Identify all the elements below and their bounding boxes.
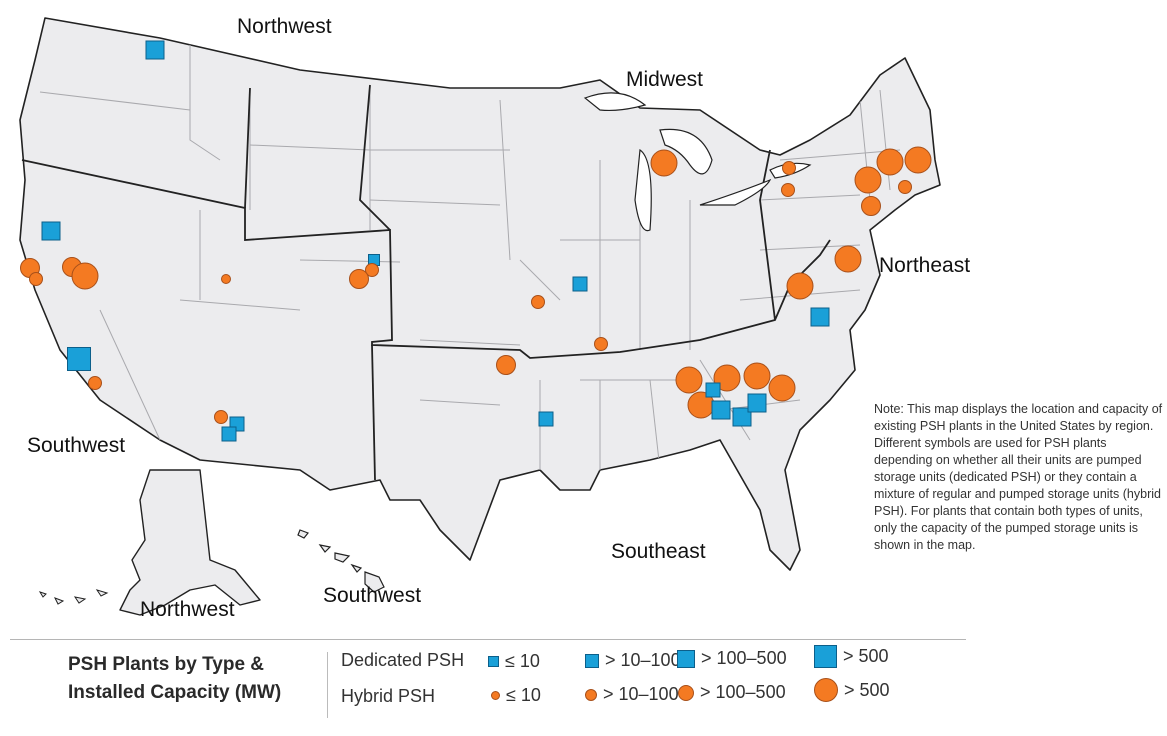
aleutian-islands <box>38 589 109 605</box>
hybrid-psh-marker <box>531 295 545 309</box>
square-icon <box>488 656 499 667</box>
dedicated-psh-marker <box>572 276 588 292</box>
hybrid-psh-marker <box>594 337 608 351</box>
dedicated-psh-marker <box>747 393 767 413</box>
dedicated-psh-marker <box>145 40 165 60</box>
great-lakes <box>583 92 812 232</box>
hybrid-psh-marker <box>768 374 796 402</box>
region-label-northwest: Northwest <box>237 15 332 38</box>
hybrid-psh-marker <box>782 161 796 175</box>
hybrid-psh-marker <box>904 146 932 174</box>
hybrid-psh-marker <box>898 180 912 194</box>
hybrid-psh-marker <box>214 410 228 424</box>
hybrid-psh-marker <box>650 149 678 177</box>
hybrid-psh-marker <box>861 196 881 216</box>
hybrid-psh-marker <box>349 269 369 289</box>
hybrid-psh-marker <box>876 148 904 176</box>
legend-hybrid-10-100: > 10–100 <box>585 684 679 705</box>
legend-dedicated-gt500: > 500 <box>814 645 889 668</box>
legend-title-line1: PSH Plants by Type & <box>68 654 265 675</box>
legend-hybrid-gt500: > 500 <box>814 678 890 702</box>
circle-icon <box>491 691 500 700</box>
legend-class-label: > 100–500 <box>700 682 786 702</box>
legend-dedicated-10-100: > 10–100 <box>585 650 681 671</box>
hybrid-psh-marker <box>496 355 516 375</box>
hybrid-psh-marker <box>786 272 814 300</box>
dedicated-psh-marker <box>705 382 721 398</box>
legend-dedicated-label: Dedicated PSH <box>341 650 465 670</box>
region-label-northeast: Northeast <box>879 254 971 277</box>
legend-title: PSH Plants by Type & Installed Capacity … <box>68 651 281 707</box>
square-icon <box>814 645 837 668</box>
legend-hybrid-label: Hybrid PSH <box>341 686 436 706</box>
region-label-southwest: Southwest <box>27 434 126 457</box>
region-label-alaska-northwest: Northwest <box>140 598 235 621</box>
legend-class-label: > 10–100 <box>603 684 679 704</box>
hybrid-psh-marker <box>834 245 862 273</box>
circle-icon <box>678 684 694 701</box>
legend-class-label: ≤ 10 <box>506 685 541 705</box>
legend-dedicated-le10: ≤ 10 <box>488 651 540 672</box>
dedicated-psh-marker <box>711 400 731 420</box>
legend-class-label: > 100–500 <box>701 648 787 668</box>
legend-hybrid-100-500: > 100–500 <box>678 682 786 703</box>
hybrid-psh-marker <box>221 274 231 284</box>
legend-title-line2: Installed Capacity (MW) <box>68 682 282 703</box>
hawaii-islands <box>297 529 385 593</box>
hybrid-psh-marker <box>743 362 771 390</box>
psh-map <box>19 17 941 616</box>
legend-divider <box>10 639 966 640</box>
region-label-southeast: Southeast <box>611 540 706 563</box>
hybrid-psh-marker <box>29 272 43 286</box>
legend-separator <box>327 652 328 718</box>
square-icon <box>677 649 695 668</box>
circle-icon <box>585 688 597 701</box>
region-borders <box>21 84 831 481</box>
legend-class-label: > 500 <box>844 679 890 700</box>
state-borders <box>39 40 901 480</box>
dedicated-psh-marker <box>538 411 554 427</box>
dedicated-psh-marker <box>67 347 91 371</box>
region-label-hawaii-southwest: Southwest <box>323 584 422 607</box>
legend-class-label: > 10–100 <box>605 650 681 670</box>
hybrid-psh-marker <box>365 263 379 277</box>
map-note: Note: This map displays the location and… <box>874 402 1163 552</box>
legend-class-label: ≤ 10 <box>505 651 540 671</box>
hybrid-psh-marker <box>71 262 99 290</box>
dedicated-psh-marker <box>41 221 61 241</box>
hybrid-psh-marker <box>854 166 882 194</box>
legend-dedicated-100-500: > 100–500 <box>677 648 787 669</box>
psh-plant-markers <box>20 40 932 442</box>
hybrid-psh-marker <box>781 183 795 197</box>
circle-icon <box>814 678 838 702</box>
legend-hybrid-le10: ≤ 10 <box>491 685 541 706</box>
square-icon <box>585 653 599 668</box>
dedicated-psh-marker <box>221 426 237 442</box>
dedicated-psh-marker <box>810 307 830 327</box>
hybrid-psh-marker <box>675 366 703 394</box>
legend-class-label: > 500 <box>843 646 889 666</box>
hybrid-psh-marker <box>88 376 102 390</box>
alaska-land <box>119 469 261 616</box>
dedicated-psh-marker <box>732 407 752 427</box>
region-label-midwest: Midwest <box>626 68 704 91</box>
